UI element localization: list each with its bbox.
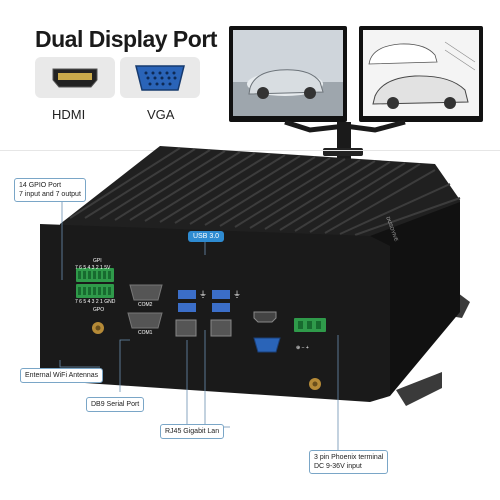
usb-symbol-icon: ⏚ <box>199 290 207 299</box>
usb-symbol-icon: ⏚ <box>233 290 241 299</box>
usb-callout: USB 3.0 <box>188 231 225 242</box>
mini-pc-device <box>40 146 470 406</box>
power-callout-line2: DC 9-36V input <box>314 463 362 470</box>
headline: Dual Display Port <box>35 26 217 52</box>
rj45-callout: RJ45 Gigabit Lan <box>160 424 225 439</box>
divider <box>0 150 500 151</box>
hdmi-icon <box>52 68 98 88</box>
gpo-label: GPO <box>93 307 105 313</box>
gpio-callout: 14 GPIO Port 7 input and 7 output <box>14 178 86 202</box>
hdmi-label: HDMI <box>52 107 86 122</box>
gpio-callout-line2: 7 input and 7 output <box>19 191 81 198</box>
gpi-label: GPI <box>93 258 102 264</box>
vga-icon <box>135 65 185 91</box>
gpi-pins-label: 7 6 5 4 3 2 1 5V <box>75 265 111 271</box>
power-callout-line1: 3 pin Phoenix terminal <box>314 454 384 461</box>
wifi-callout: Enternal WiFi Antennas <box>20 368 104 383</box>
vga-label: VGA <box>147 107 175 122</box>
vga-port-image <box>120 57 200 98</box>
com1-label: COM1 <box>138 330 153 336</box>
db9-callout: DB9 Serial Port <box>86 397 145 412</box>
gpo-pins-label: 7 6 5 4 3 2 1 GND <box>75 299 116 305</box>
hdmi-port-image <box>35 57 115 98</box>
com2-label: COM2 <box>138 302 153 308</box>
power-signs: ⊕ − + <box>296 345 309 351</box>
gpio-callout-line1: 14 GPIO Port <box>19 182 62 189</box>
power-callout: 3 pin Phoenix terminal DC 9-36V input <box>309 450 389 474</box>
